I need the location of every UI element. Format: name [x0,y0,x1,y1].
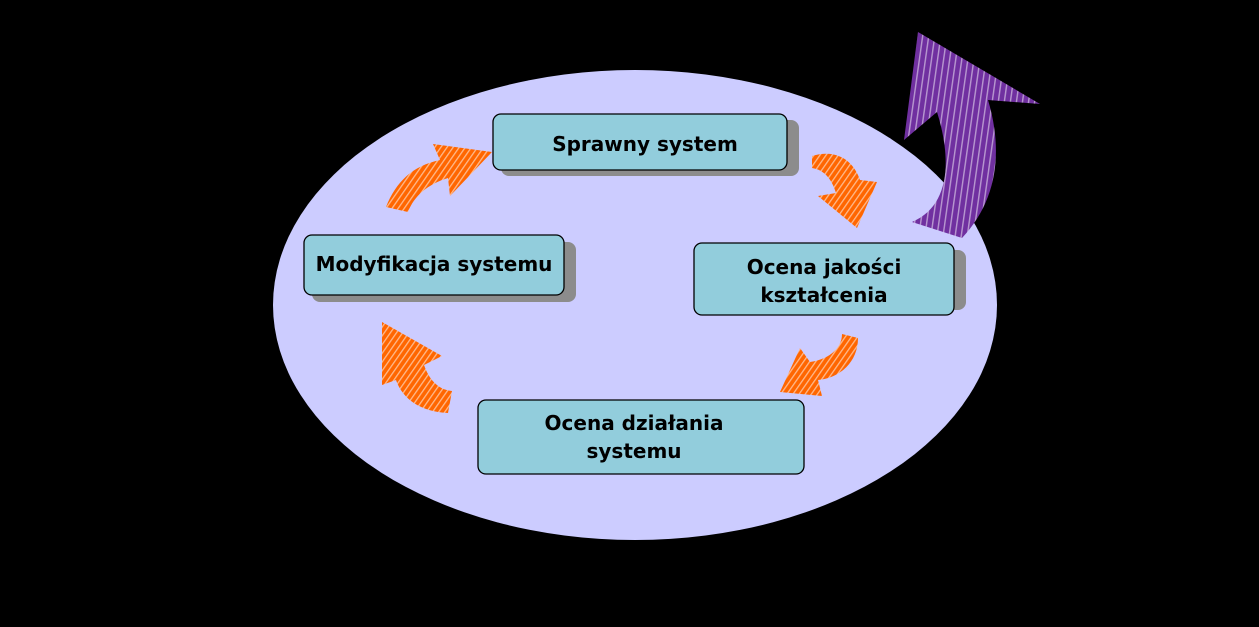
box-body [492,113,788,171]
box-body [477,399,805,475]
box-label: Ocena jakości [747,255,902,279]
box-modyfikacja: Modyfikacja systemu [303,234,576,302]
box-body [303,234,565,296]
box-sprawny-system: Sprawny system [492,113,799,176]
cycle-arrow-top-right [812,153,877,228]
box-label: kształcenia [760,283,887,307]
exit-arrow [904,32,1040,238]
box-label: Modyfikacja systemu [316,252,553,276]
cycle-arrow-bottom-left [382,322,452,413]
box-body [693,242,955,316]
cycle-arrow-bottom-right [780,334,858,396]
box-label: Sprawny system [552,132,738,156]
box-ocena-jakosci: Ocena jakości kształcenia [693,242,966,316]
cycle-arrow-top-left [386,144,492,212]
box-label: systemu [586,439,681,463]
box-ocena-dzialania: Ocena działania systemu [477,399,805,475]
box-label: Ocena działania [545,411,724,435]
